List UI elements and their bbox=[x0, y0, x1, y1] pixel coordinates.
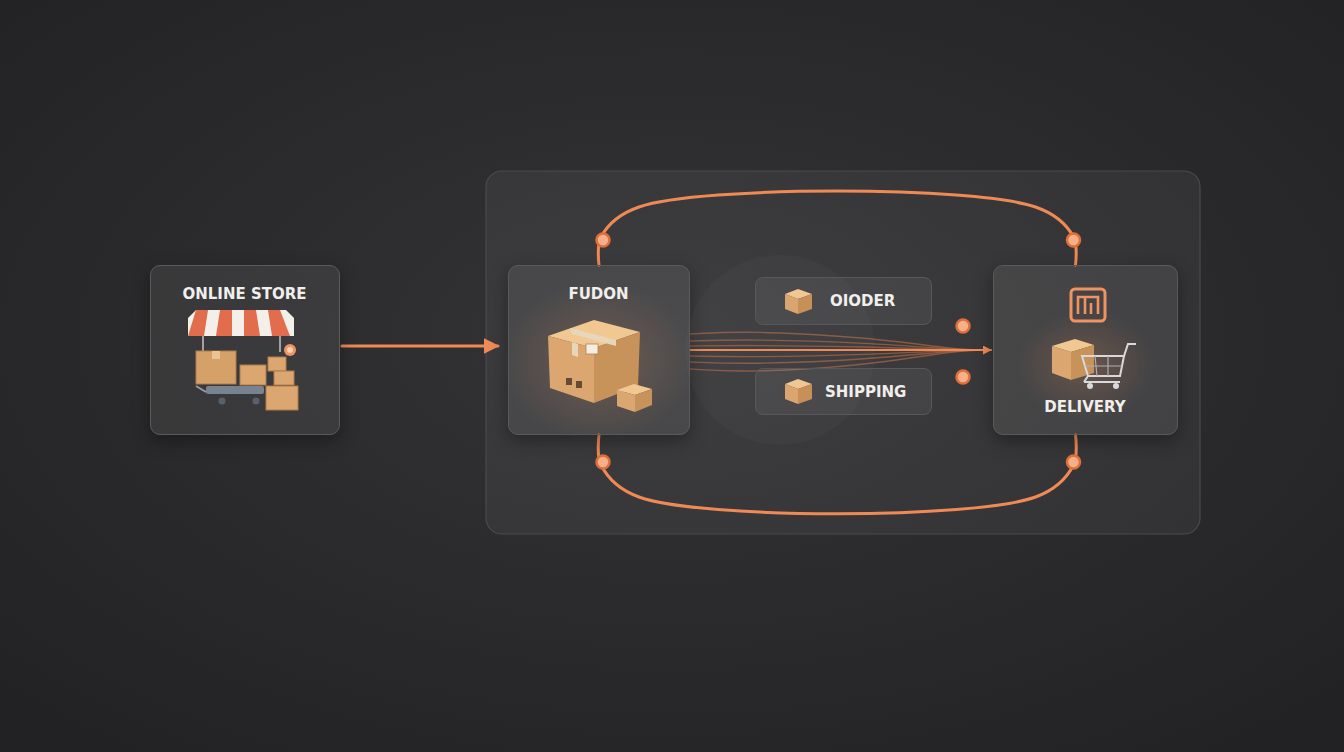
node-label: OIODER bbox=[830, 292, 895, 310]
step-pill: SHIPPING bbox=[755, 368, 932, 415]
flow-lines bbox=[690, 332, 989, 371]
process-box: ONLINE STORE bbox=[150, 265, 340, 435]
connector bbox=[598, 191, 1076, 265]
joint-dot bbox=[957, 320, 970, 333]
connector bbox=[342, 345, 498, 348]
node-label: ONLINE STORE bbox=[182, 285, 306, 303]
joint-dot bbox=[597, 456, 610, 469]
process-box: DELIVERY bbox=[993, 265, 1178, 435]
step-pill: OIODER bbox=[755, 277, 932, 325]
joint-dot bbox=[1067, 456, 1080, 469]
joint-dot bbox=[597, 234, 610, 247]
joint-dot bbox=[957, 371, 970, 384]
joint-dot bbox=[1067, 234, 1080, 247]
node-label: FUDON bbox=[568, 285, 628, 303]
flow-line bbox=[690, 332, 989, 350]
connector bbox=[598, 435, 1076, 514]
node-label: SHIPPING bbox=[825, 383, 906, 401]
node-label: DELIVERY bbox=[1044, 398, 1125, 416]
system-container bbox=[486, 171, 1200, 534]
flow-line bbox=[690, 340, 989, 350]
flow-line bbox=[690, 350, 989, 363]
connector bbox=[690, 349, 991, 351]
process-box: FUDON bbox=[508, 265, 690, 435]
